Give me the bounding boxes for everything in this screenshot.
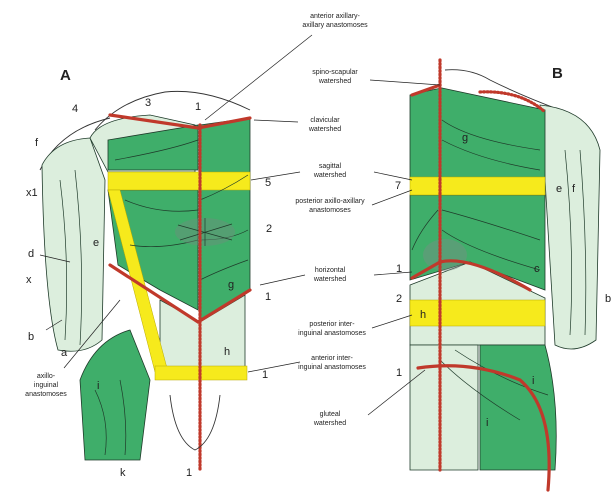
label-a-e: e (93, 237, 99, 249)
panel-a-sagittal-band (108, 172, 250, 190)
callout-gluteal-line2: watershed (313, 420, 346, 427)
callout-spino-scapular-line2: watershed (318, 78, 351, 85)
callout-axillo-inguinal-line3: anastomoses (25, 391, 67, 398)
panel-a-figure (40, 91, 250, 470)
panel-b-figure (410, 60, 600, 490)
callout-axillo-inguinal-line2: inguinal (34, 382, 59, 389)
label-a-4: 4 (72, 103, 78, 115)
callout-anterior-inguinal-line2: inguinal anastomoses (298, 364, 366, 371)
panel-b-buttock-region (480, 345, 556, 470)
panel-a-umbilical-vessels (175, 218, 235, 246)
label-a-1-low: 1 (262, 369, 268, 381)
label-b-j: i (486, 417, 488, 429)
label-a-1-bottom: 1 (186, 467, 192, 479)
label-a-1-top: 1 (195, 101, 201, 113)
panel-b-axillary-band (410, 177, 545, 195)
callout-anterior-inguinal-line1: anterior inter- (311, 355, 353, 362)
label-a-x: x (26, 274, 32, 286)
callout-sagittal-line2: watershed (313, 172, 346, 179)
callout-posterior-inguinal: posterior inter- inguinal anastomoses (298, 321, 366, 337)
callout-gluteal: gluteal watershed (313, 411, 346, 427)
callout-posterior-inguinal-line1: posterior inter- (309, 321, 355, 328)
label-a-d: d (28, 248, 34, 260)
callout-axillo-inguinal-line1: axillo- (37, 373, 56, 380)
label-a-3: 3 (145, 97, 151, 109)
callout-clavicular: clavicular watershed (308, 117, 341, 133)
label-b-1-low: 1 (396, 367, 402, 379)
panel-a-genital-outline (170, 395, 220, 450)
label-b-h: h (420, 309, 426, 321)
label-b-2: 2 (396, 293, 402, 305)
panel-b-title: B (552, 65, 563, 82)
callout-gluteal-line1: gluteal (320, 411, 341, 418)
callout-anterior-inguinal: anterior inter- inguinal anastomoses (298, 355, 366, 371)
callout-sagittal-line1: sagittal (319, 163, 342, 170)
label-a-g: g (228, 279, 234, 291)
callout-sagittal: sagittal watershed (313, 163, 346, 179)
callout-anterior-axillary: anterior axillary- axillary anastomoses (302, 13, 368, 29)
callout-posterior-inguinal-line2: inguinal anastomoses (298, 330, 366, 337)
panel-b-upper-back (410, 88, 545, 180)
label-a-i: i (97, 380, 99, 392)
callout-clavicular-line2: watershed (308, 126, 341, 133)
label-b-i: i (532, 375, 534, 387)
label-a-1-mid: 1 (265, 291, 271, 303)
label-b-7: 7 (395, 180, 401, 192)
label-b-b: b (605, 293, 611, 305)
label-b-1-mid: 1 (396, 263, 402, 275)
label-b-g: g (462, 132, 468, 144)
label-a-k: k (120, 467, 126, 479)
callout-posterior-axillary-line2: anastomoses (309, 207, 351, 214)
callout-horizontal: horizontal watershed (313, 267, 346, 283)
callout-clavicular-line1: clavicular (310, 117, 340, 124)
label-a-2: 2 (266, 223, 272, 235)
label-a-x1: x1 (26, 187, 38, 199)
callout-horizontal-line1: horizontal (315, 267, 346, 274)
callout-horizontal-line2: watershed (313, 276, 346, 283)
callout-spino-scapular-line1: spino-scapular (312, 69, 358, 76)
label-b-c: c (534, 263, 540, 275)
callout-axillo-inguinal: axillo- inguinal anastomoses (25, 373, 67, 398)
label-b-e: e (556, 183, 562, 195)
panel-b-arm-region (540, 105, 600, 349)
panel-a-title: A (60, 67, 71, 84)
label-a-b: b (28, 331, 34, 343)
label-a-h: h (224, 346, 230, 358)
label-a-f: f (35, 137, 39, 149)
callout-anterior-axillary-line2: axillary anastomoses (302, 22, 368, 29)
panel-a-thigh-left (80, 330, 150, 460)
callout-posterior-axillary-line1: posterior axillo-axillary (295, 198, 365, 205)
panel-b-inguinal-band (410, 300, 545, 326)
label-a-a: a (61, 347, 68, 359)
callout-anterior-axillary-line1: anterior axillary- (310, 13, 360, 20)
label-a-5: 5 (265, 177, 271, 189)
callout-spino-scapular: spino-scapular watershed (312, 69, 358, 85)
callout-posterior-axillary: posterior axillo-axillary anastomoses (295, 198, 365, 214)
